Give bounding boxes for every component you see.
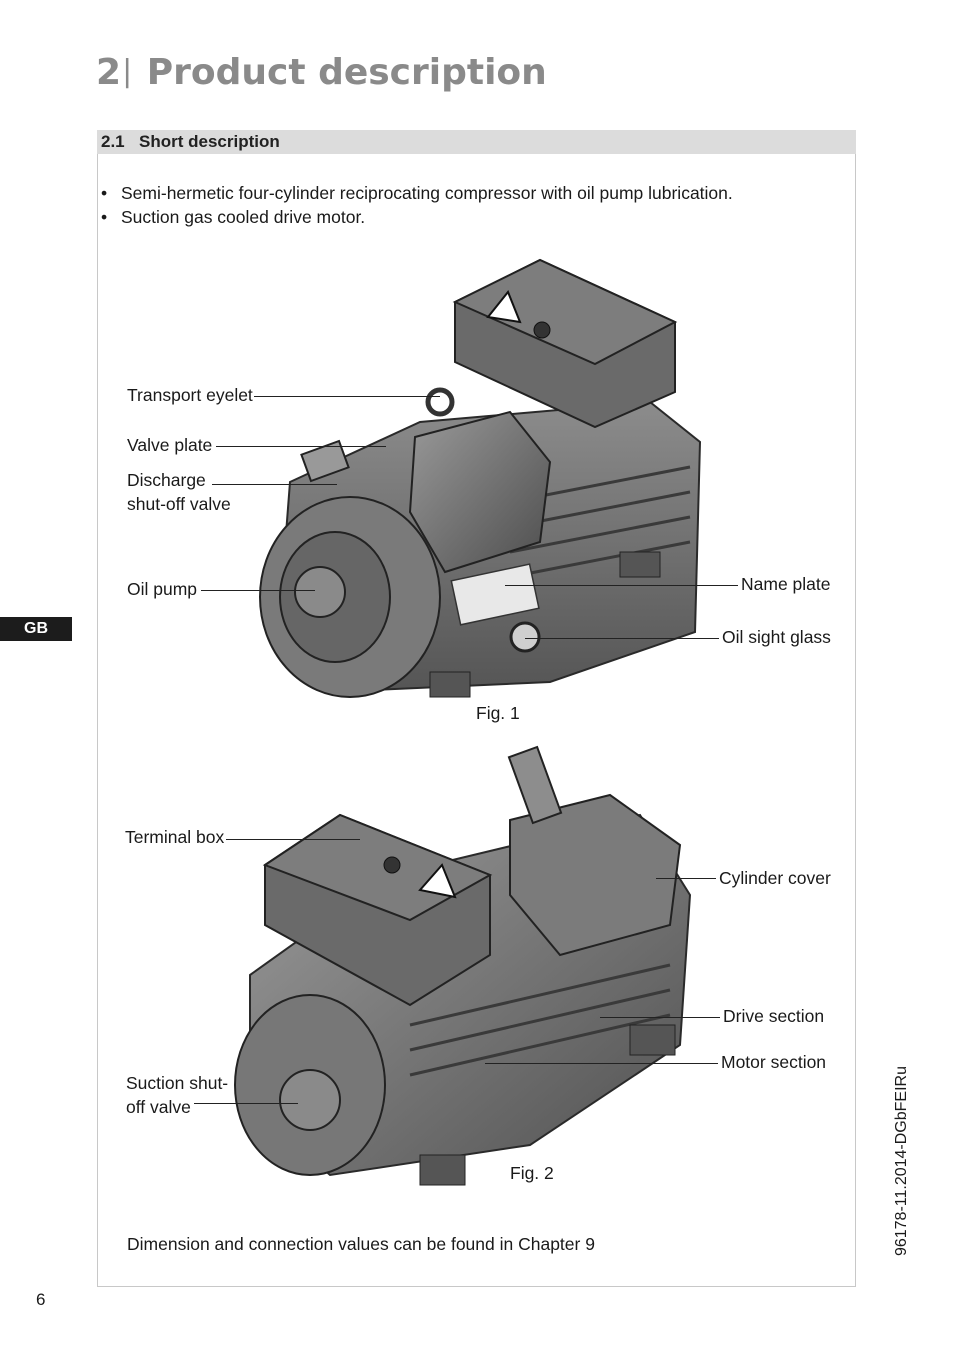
leader-line: [254, 396, 440, 397]
chapter-separator: |: [122, 54, 133, 89]
callout-terminal-box: Terminal box: [125, 827, 225, 847]
callout-suction-line1: Suction shut-: [126, 1073, 229, 1093]
compressor-front-illustration: [259, 258, 702, 698]
callout-cylinder-cover: Cylinder cover: [719, 868, 831, 888]
leader-line: [226, 839, 360, 840]
leader-line: [212, 484, 337, 485]
bullet-icon: •: [101, 183, 108, 203]
leader-line: [525, 638, 719, 639]
list-item: • Semi-hermetic four-cylinder reciprocati…: [101, 181, 841, 205]
leader-line: [201, 590, 315, 591]
leader-line: [656, 878, 716, 879]
callout-oil-sight-glass: Oil sight glass: [722, 627, 831, 647]
bullet-text: Suction gas cooled drive motor.: [121, 207, 366, 227]
chapter-title-text: Product description: [146, 52, 547, 93]
chapter-number: 2: [96, 52, 122, 93]
section-header: 2.1 Short description: [97, 130, 856, 154]
figure-caption: Fig. 1: [476, 703, 520, 723]
bullet-icon: •: [101, 207, 108, 227]
page-number: 6: [36, 1290, 46, 1309]
leader-line: [194, 1103, 298, 1104]
callout-transport-eyelet: Transport eyelet: [127, 385, 253, 405]
footer-note: Dimension and connection values can be f…: [127, 1234, 595, 1254]
callout-name-plate: Name plate: [741, 574, 831, 594]
callout-suction-line2: off valve: [126, 1097, 191, 1117]
figure-caption: Fig. 2: [510, 1163, 554, 1183]
section-title: Short description: [139, 132, 280, 151]
callout-oil-pump: Oil pump: [127, 579, 198, 599]
callout-motor-section: Motor section: [721, 1052, 827, 1072]
list-item: • Suction gas cooled drive motor.: [101, 205, 841, 229]
leader-line: [485, 1063, 718, 1064]
callout-valve-plate: Valve plate: [127, 435, 213, 455]
section-number: 2.1: [101, 132, 125, 151]
bullet-text: Semi-hermetic four-cylinder reciprocatin…: [121, 183, 733, 203]
callout-discharge-line2: shut-off valve: [127, 494, 231, 514]
bullet-list: • Semi-hermetic four-cylinder reciprocati…: [101, 181, 841, 229]
language-tab: GB: [0, 617, 72, 641]
leader-line: [505, 585, 738, 586]
compressor-rear-illustration: [234, 745, 692, 1186]
callout-discharge-line1: Discharge: [127, 470, 206, 490]
chapter-title: 2| Product description: [96, 52, 547, 93]
document-id-text: 96178-11.2014-DGbFEIRu: [893, 1066, 910, 1257]
leader-line: [216, 446, 386, 447]
leader-line: [600, 1017, 720, 1018]
callout-drive-section: Drive section: [723, 1006, 825, 1026]
